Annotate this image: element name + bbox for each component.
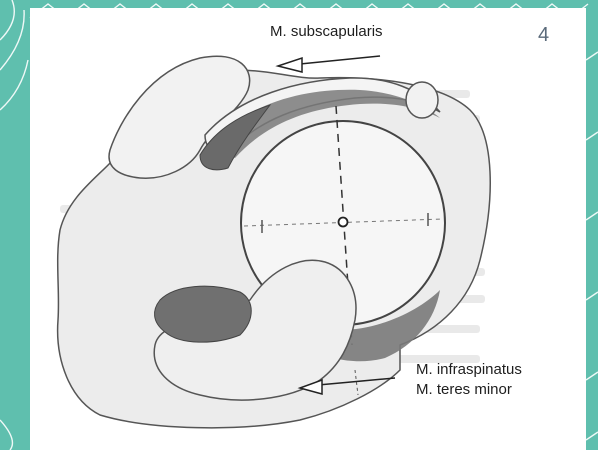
small-tubercle	[406, 82, 438, 118]
illustration-panel: M. subscapularis M. infraspinatus M. ter…	[30, 8, 586, 450]
page-number: 4	[538, 24, 549, 47]
label-infraspinatus: M. infraspinatus	[416, 361, 522, 379]
label-subscapularis: M. subscapularis	[270, 23, 383, 41]
infraspinatus-muscle	[155, 286, 252, 342]
center-point	[339, 218, 348, 227]
subscapularis-arrow	[278, 56, 380, 72]
label-teres-minor: M. teres minor	[416, 381, 512, 399]
